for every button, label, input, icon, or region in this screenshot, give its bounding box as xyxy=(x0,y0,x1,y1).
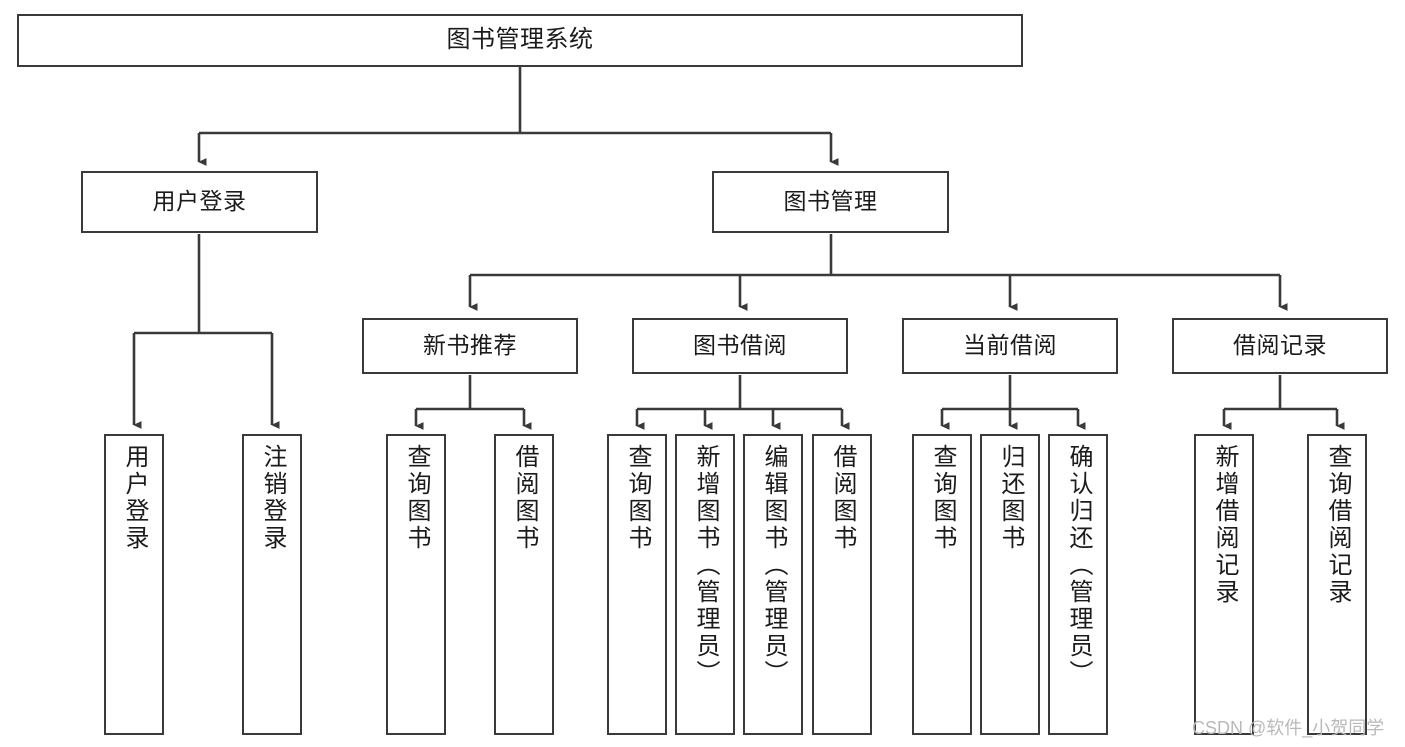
leaf-user-login[interactable]: 用户登录 xyxy=(104,434,164,735)
leaf-recommend-query-book[interactable]: 查询图书 xyxy=(386,434,446,735)
node-label: 查询借阅记录 xyxy=(1324,444,1351,606)
node-label: 借阅图书 xyxy=(511,444,538,552)
node-label: 图书管理系统 xyxy=(446,26,594,54)
leaf-current-query-book[interactable]: 查询图书 xyxy=(912,434,972,735)
node-label: 注销登录 xyxy=(259,444,286,552)
node-label: 查询图书 xyxy=(624,444,651,552)
node-label: 查询图书 xyxy=(929,444,956,552)
node-label: 借阅图书 xyxy=(829,444,856,552)
leaf-current-confirm-return-admin[interactable]: 确认归还（管理员） xyxy=(1048,434,1108,735)
leaf-record-query-record[interactable]: 查询借阅记录 xyxy=(1307,434,1367,735)
leaf-borrow-query-book[interactable]: 查询图书 xyxy=(607,434,667,735)
node-borrow-record[interactable]: 借阅记录 xyxy=(1172,318,1388,374)
leaf-borrow-add-book-admin[interactable]: 新增图书（管理员） xyxy=(675,434,735,735)
node-label: 确认归还（管理员） xyxy=(1065,444,1092,687)
node-label: 编辑图书（管理员） xyxy=(760,444,787,687)
node-label: 查询图书 xyxy=(403,444,430,552)
csdn-watermark: CSDN @软件_小贺同学 xyxy=(1192,718,1385,738)
node-label: 归还图书 xyxy=(997,444,1024,552)
node-user-login[interactable]: 用户登录 xyxy=(81,171,318,233)
node-root-system[interactable]: 图书管理系统 xyxy=(17,14,1023,67)
node-label: 图书管理 xyxy=(783,188,878,215)
node-current-borrow[interactable]: 当前借阅 xyxy=(902,318,1118,374)
node-label: 图书借阅 xyxy=(693,332,787,359)
leaf-borrow-borrow-book[interactable]: 借阅图书 xyxy=(812,434,872,735)
leaf-current-return-book[interactable]: 归还图书 xyxy=(980,434,1040,735)
node-book-borrow[interactable]: 图书借阅 xyxy=(632,318,848,374)
leaf-recommend-borrow-book[interactable]: 借阅图书 xyxy=(494,434,554,735)
node-book-management[interactable]: 图书管理 xyxy=(712,171,949,233)
leaf-borrow-edit-book-admin[interactable]: 编辑图书（管理员） xyxy=(743,434,803,735)
node-label: 新增借阅记录 xyxy=(1211,444,1238,606)
leaf-record-add-record[interactable]: 新增借阅记录 xyxy=(1194,434,1254,735)
node-label: 新书推荐 xyxy=(423,332,517,359)
node-label: 新增图书（管理员） xyxy=(692,444,719,687)
node-label: 用户登录 xyxy=(121,444,148,552)
node-label: 借阅记录 xyxy=(1233,332,1327,359)
node-label: 用户登录 xyxy=(152,188,247,215)
node-new-book-recommend[interactable]: 新书推荐 xyxy=(362,318,578,374)
node-label: 当前借阅 xyxy=(963,332,1057,359)
leaf-user-logout[interactable]: 注销登录 xyxy=(242,434,302,735)
